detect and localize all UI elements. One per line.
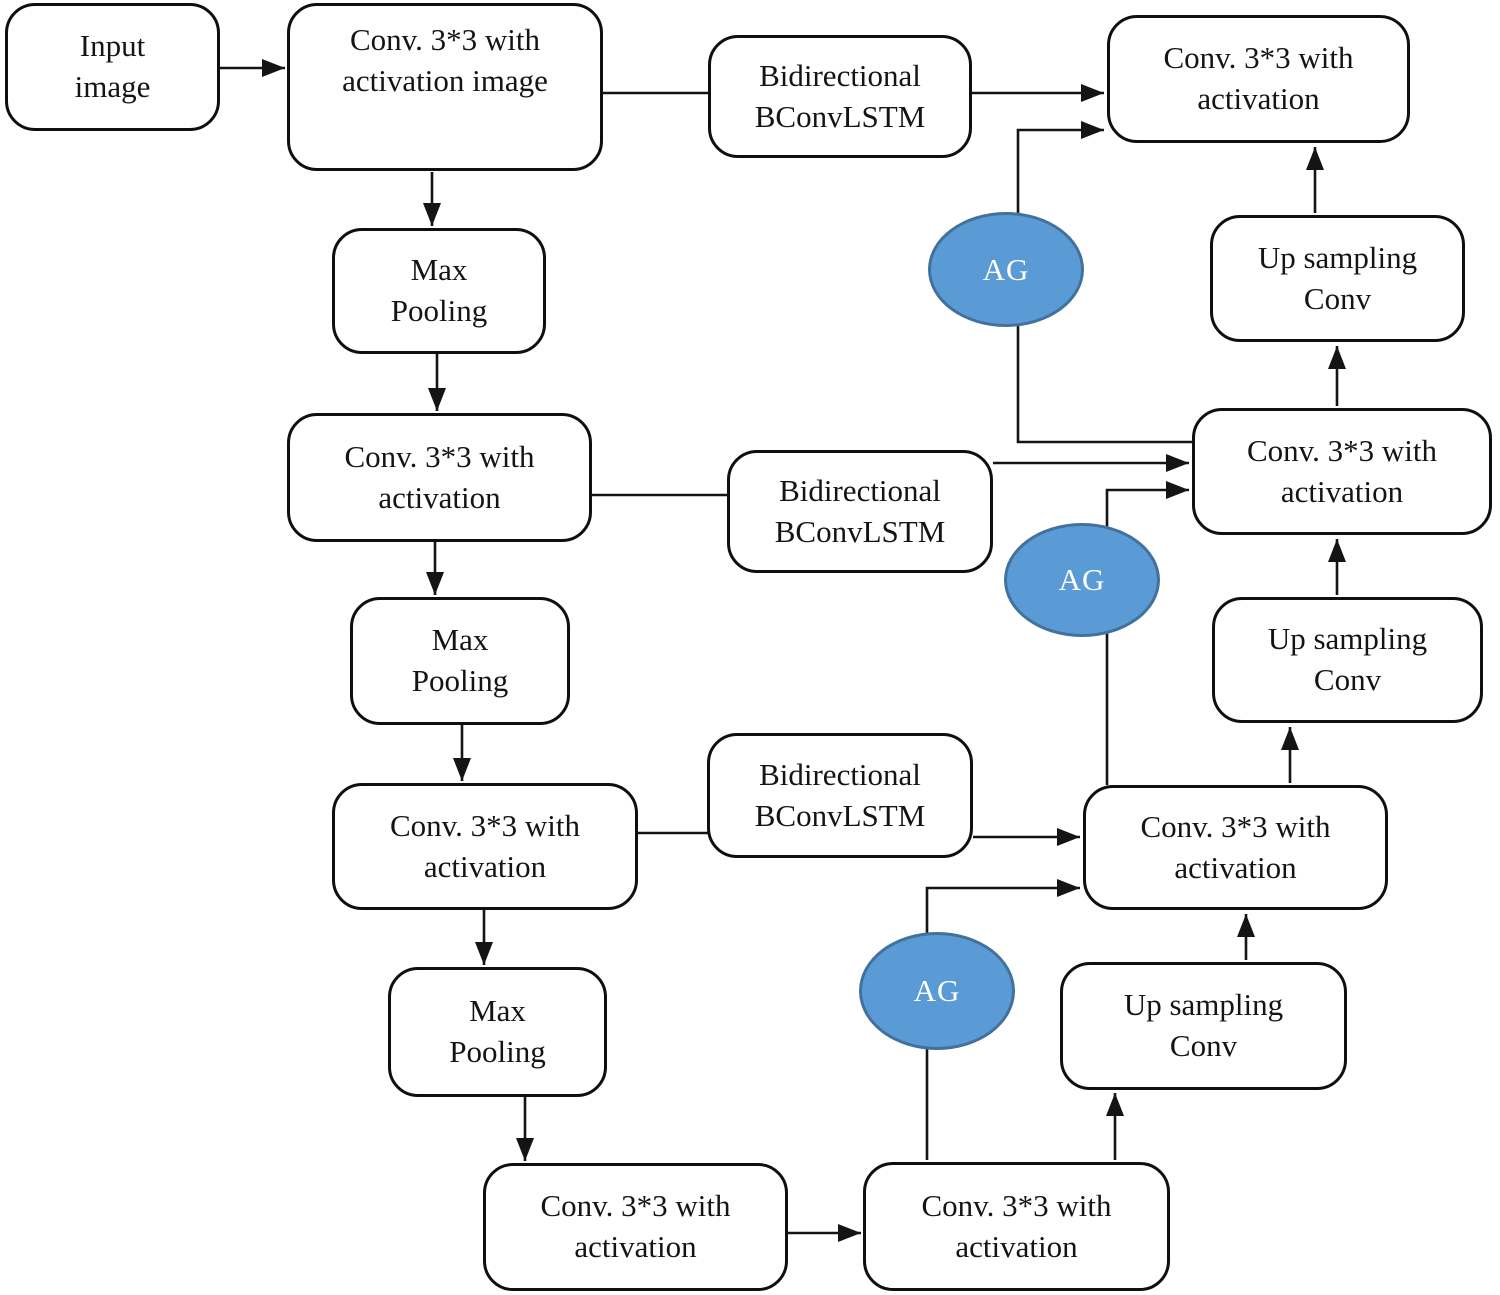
- node-label: Conv. 3*3 with: [344, 438, 535, 474]
- node-label: activation: [955, 1228, 1078, 1264]
- node-max-pooling-3: Max Pooling: [388, 967, 607, 1097]
- node-bottleneck-conv: Conv. 3*3 with activation: [863, 1162, 1170, 1291]
- node-label: Pooling: [390, 293, 488, 328]
- node-dec-conv1: Conv. 3*3 with activation: [1107, 15, 1410, 143]
- node-max-pooling-1: Max Pooling: [332, 228, 546, 354]
- node-label: Conv. 3*3 with: [1140, 808, 1331, 844]
- node-label: Max: [431, 622, 489, 658]
- node-max-pooling-2: Max Pooling: [350, 597, 570, 725]
- node-label: Bidirectional: [759, 57, 921, 93]
- node-label: activation: [1174, 849, 1297, 885]
- node-attention-gate-2: AG: [1004, 523, 1160, 637]
- node-up-sampling-3: Up sampling Conv: [1060, 962, 1347, 1090]
- node-label: Conv. 3*3 with: [921, 1187, 1112, 1223]
- node-enc-conv3: Conv. 3*3 with activation: [332, 783, 638, 910]
- node-attention-gate-1: AG: [928, 212, 1084, 327]
- attention-gate-label: AG: [1058, 562, 1106, 597]
- node-label: activation: [1197, 81, 1320, 116]
- node-enc-conv1: Conv. 3*3 with activation image: [287, 3, 603, 171]
- edge-decconv3-ag2-to-decconv2: [1105, 481, 1189, 785]
- node-label: activation: [423, 848, 547, 884]
- node-label: Conv. 3*3 with: [349, 22, 541, 57]
- node-label: Max: [469, 993, 526, 1029]
- node-label: Conv: [1169, 1028, 1238, 1063]
- node-label: Conv. 3*3 with: [1163, 40, 1354, 76]
- node-label: Up sampling: [1123, 987, 1284, 1023]
- node-up-sampling-1: Up sampling Conv: [1210, 215, 1465, 342]
- node-dec-conv3: Conv. 3*3 with activation: [1083, 785, 1388, 910]
- node-label: Input: [79, 28, 146, 64]
- node-label: Conv: [1313, 662, 1382, 697]
- node-enc-conv4: Conv. 3*3 with activation: [483, 1163, 788, 1291]
- node-label: Conv. 3*3 with: [389, 807, 581, 843]
- node-label: activation: [1280, 473, 1404, 509]
- node-label: BConvLSTM: [754, 797, 926, 833]
- node-bconvlstm-2: Bidirectional BConvLSTM: [727, 450, 993, 573]
- attention-gate-label: AG: [982, 251, 1030, 287]
- node-label: Max: [410, 252, 468, 288]
- node-label: Pooling: [411, 663, 509, 698]
- node-label: BConvLSTM: [774, 513, 946, 549]
- node-label: Conv: [1303, 280, 1372, 316]
- node-label: Up sampling: [1267, 621, 1428, 657]
- node-label: Conv. 3*3 with: [1246, 432, 1438, 468]
- node-label: Pooling: [449, 1034, 546, 1069]
- node-dec-conv2: Conv. 3*3 with activation: [1192, 408, 1492, 535]
- node-bconvlstm-3: Bidirectional BConvLSTM: [707, 733, 973, 858]
- node-attention-gate-3: AG: [859, 932, 1015, 1050]
- node-enc-conv2: Conv. 3*3 with activation: [287, 413, 592, 542]
- node-label: Bidirectional: [759, 756, 921, 792]
- edge-bottleneck-ag3-to-decconv3: [925, 879, 1080, 1160]
- node-bconvlstm-1: Bidirectional BConvLSTM: [708, 35, 972, 158]
- node-label: image: [74, 69, 151, 104]
- node-label: activation: [378, 479, 501, 515]
- node-up-sampling-2: Up sampling Conv: [1212, 597, 1483, 723]
- node-label: activation image: [342, 62, 548, 98]
- node-label: Up sampling: [1257, 239, 1418, 275]
- node-label: BConvLSTM: [754, 98, 926, 134]
- node-input-image: Input image: [5, 3, 220, 131]
- node-label: Conv. 3*3 with: [540, 1188, 731, 1224]
- attention-gate-label: AG: [913, 973, 961, 1008]
- node-label: activation: [574, 1229, 697, 1264]
- node-label: Bidirectional: [779, 472, 941, 508]
